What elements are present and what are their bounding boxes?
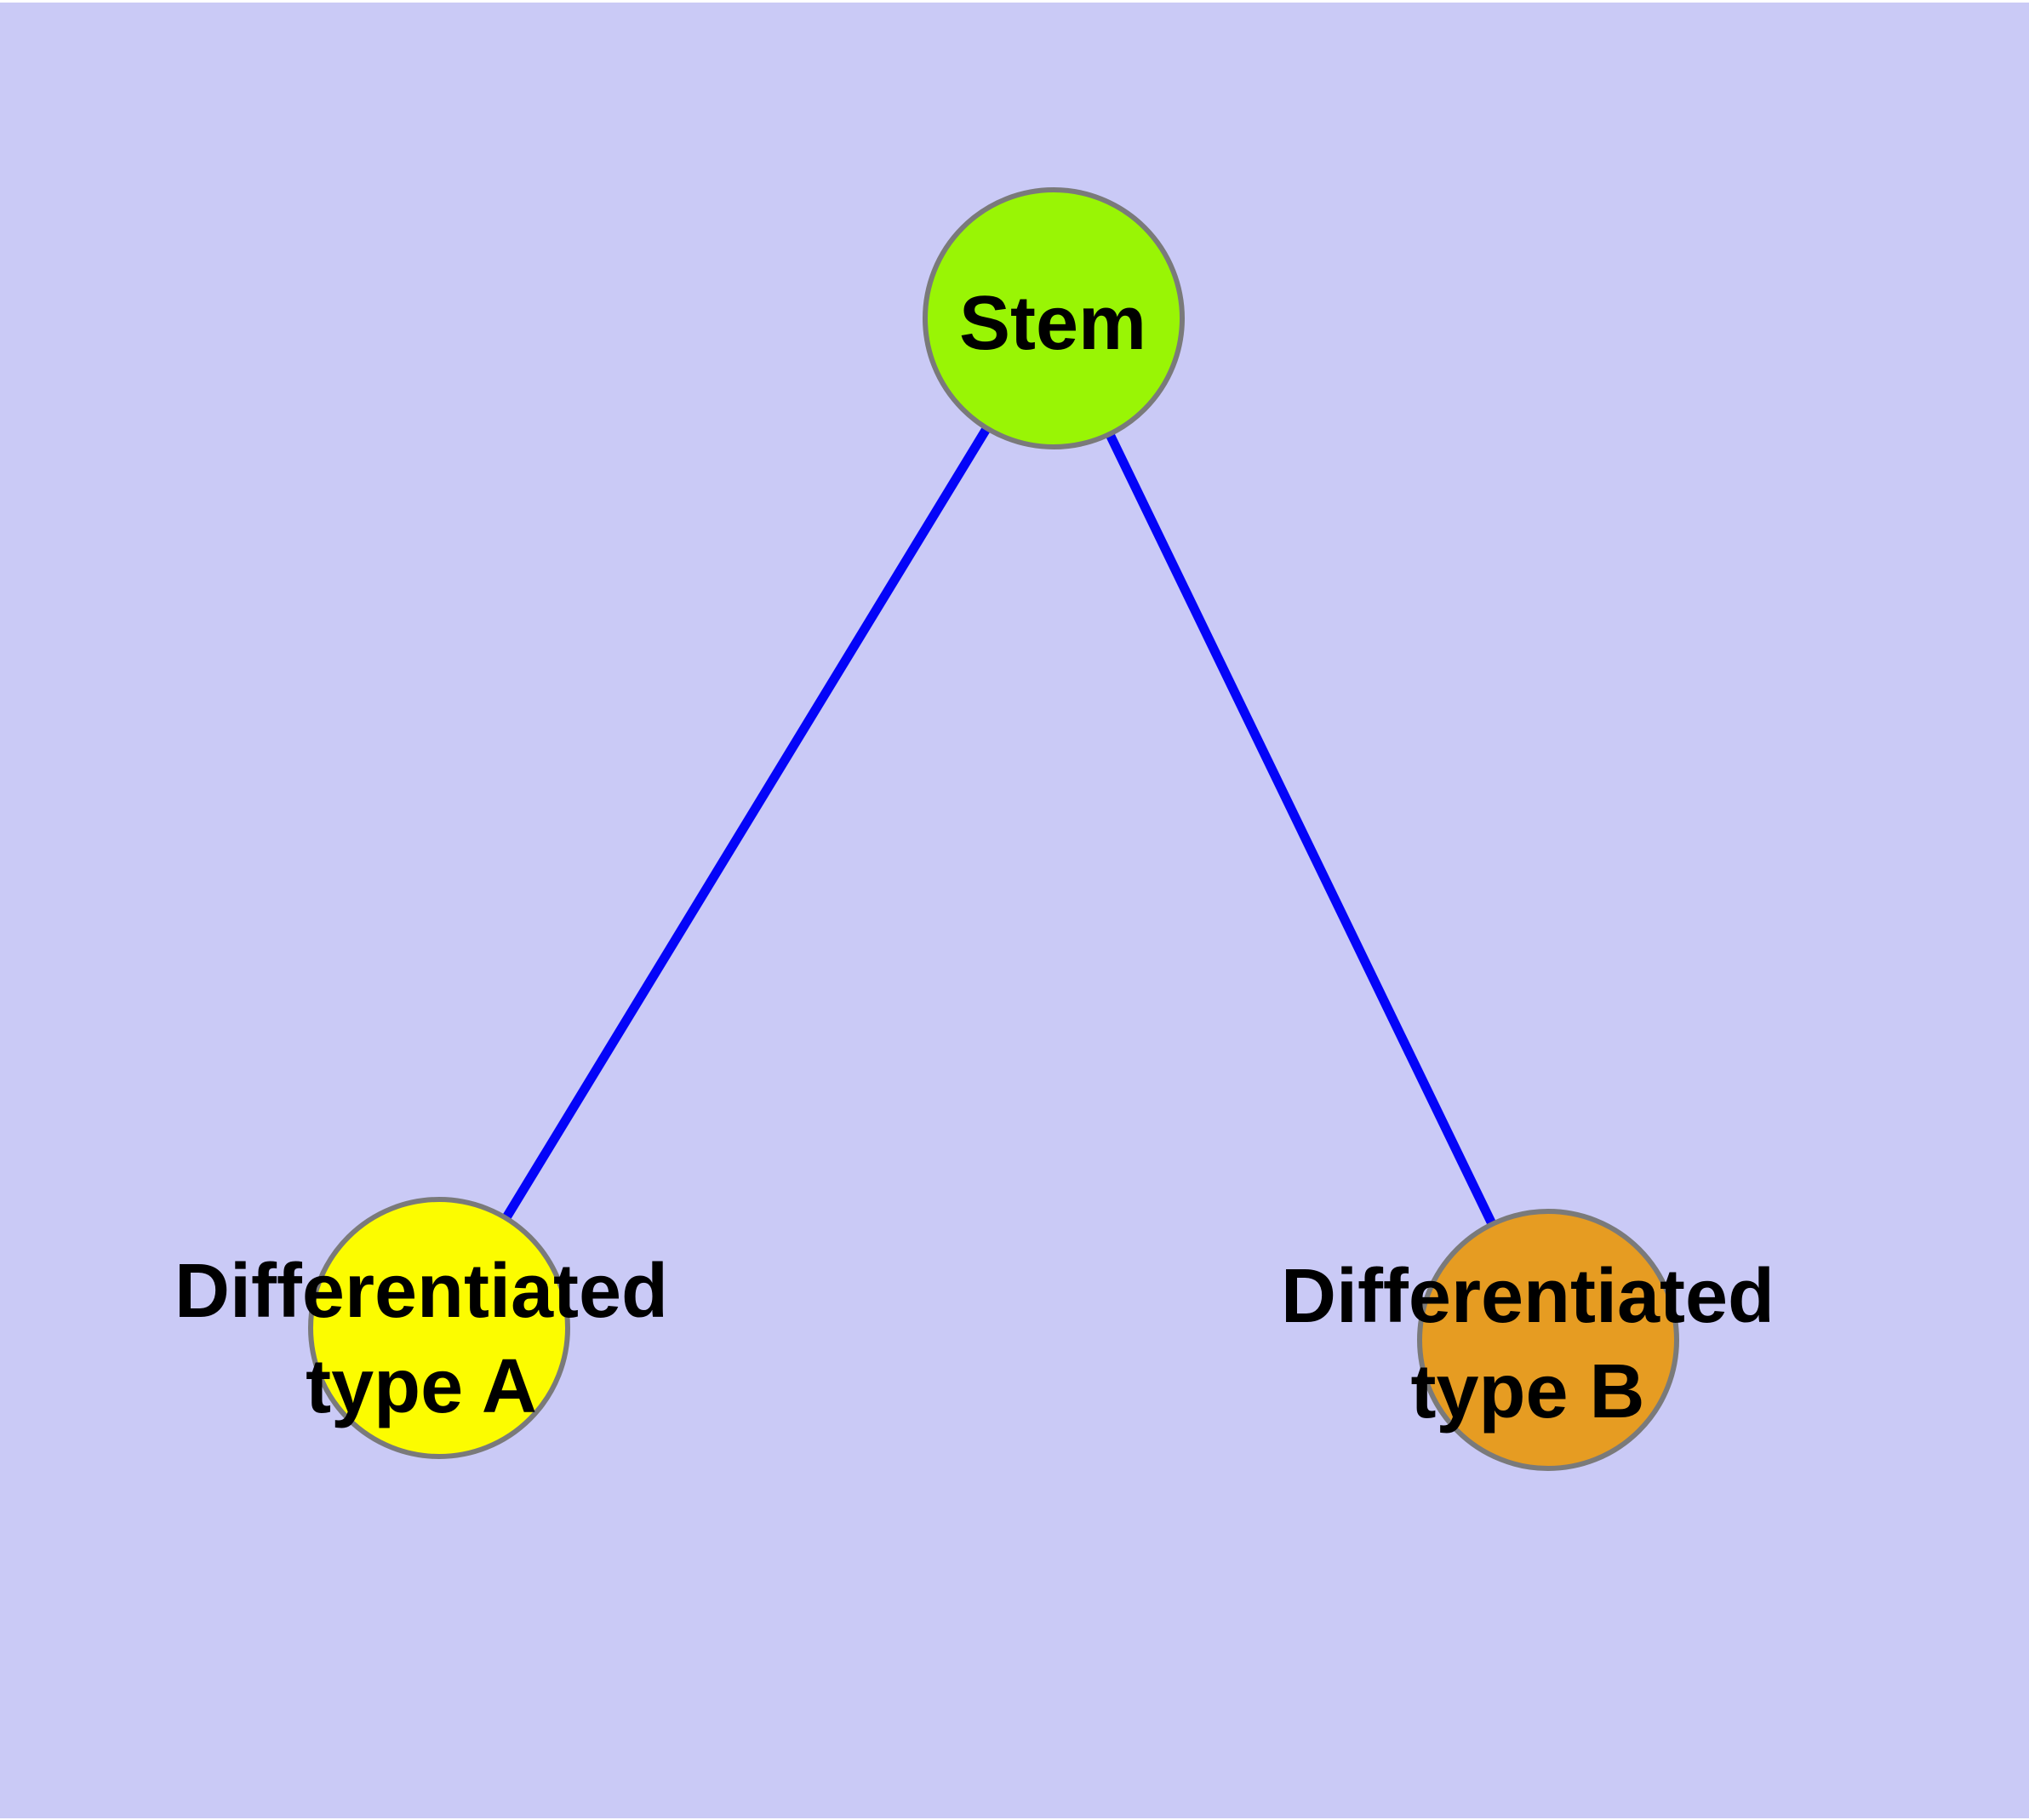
edge-stem-to-type-a — [435, 316, 1058, 1331]
stem-node: Stem — [923, 187, 1185, 449]
differentiated-type-a-node: Differentiated type A — [174, 1197, 668, 1459]
stem-node-circle — [923, 187, 1185, 449]
differentiated-type-a-label-line2: type A — [306, 1344, 537, 1429]
differentiated-type-a-circle — [308, 1197, 570, 1459]
differentiated-type-b-circle — [1417, 1209, 1679, 1471]
edge-stem-to-type-b — [1049, 316, 1552, 1342]
differentiated-type-b-node: Differentiated type B — [1281, 1209, 1775, 1471]
differentiated-type-b-label-line2: type B — [1410, 1349, 1644, 1434]
differentiated-type-b-label-line1: Differentiated — [1281, 1254, 1775, 1339]
differentiated-type-a-label-line1: Differentiated — [174, 1249, 668, 1334]
stem-node-label: Stem — [959, 281, 1146, 366]
